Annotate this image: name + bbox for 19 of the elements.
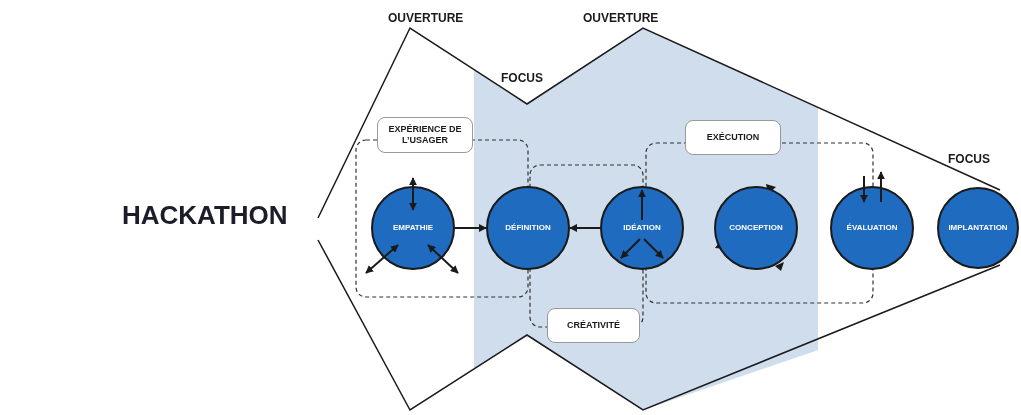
group-label-box (685, 120, 781, 155)
stage-label: FOCUS (948, 151, 990, 168)
group-label: CRÉATIVITÉ (566, 319, 621, 332)
arrow (454, 224, 487, 232)
arrow (569, 224, 601, 232)
group-label: EXÉCUTION (705, 131, 761, 144)
group-label: EXPÉRIENCE DE L’USAGER (387, 123, 463, 147)
phase-name: ÉVALUATION (846, 223, 898, 233)
stage-label: OUVERTURE (583, 10, 659, 27)
group-label-box (377, 117, 473, 153)
phase-name: IMPLANTATION (948, 223, 1008, 233)
phase-name: IDÉATION (623, 223, 661, 233)
phase-name: EMPATHIE (392, 223, 434, 233)
phase-name: DÉFINITION (505, 223, 551, 233)
title: HACKATHON (122, 199, 288, 232)
stage-label: OUVERTURE (388, 10, 464, 27)
phase-name: CONCEPTION (729, 223, 783, 233)
stage-label: FOCUS (501, 70, 543, 87)
group-label-box (547, 308, 640, 343)
